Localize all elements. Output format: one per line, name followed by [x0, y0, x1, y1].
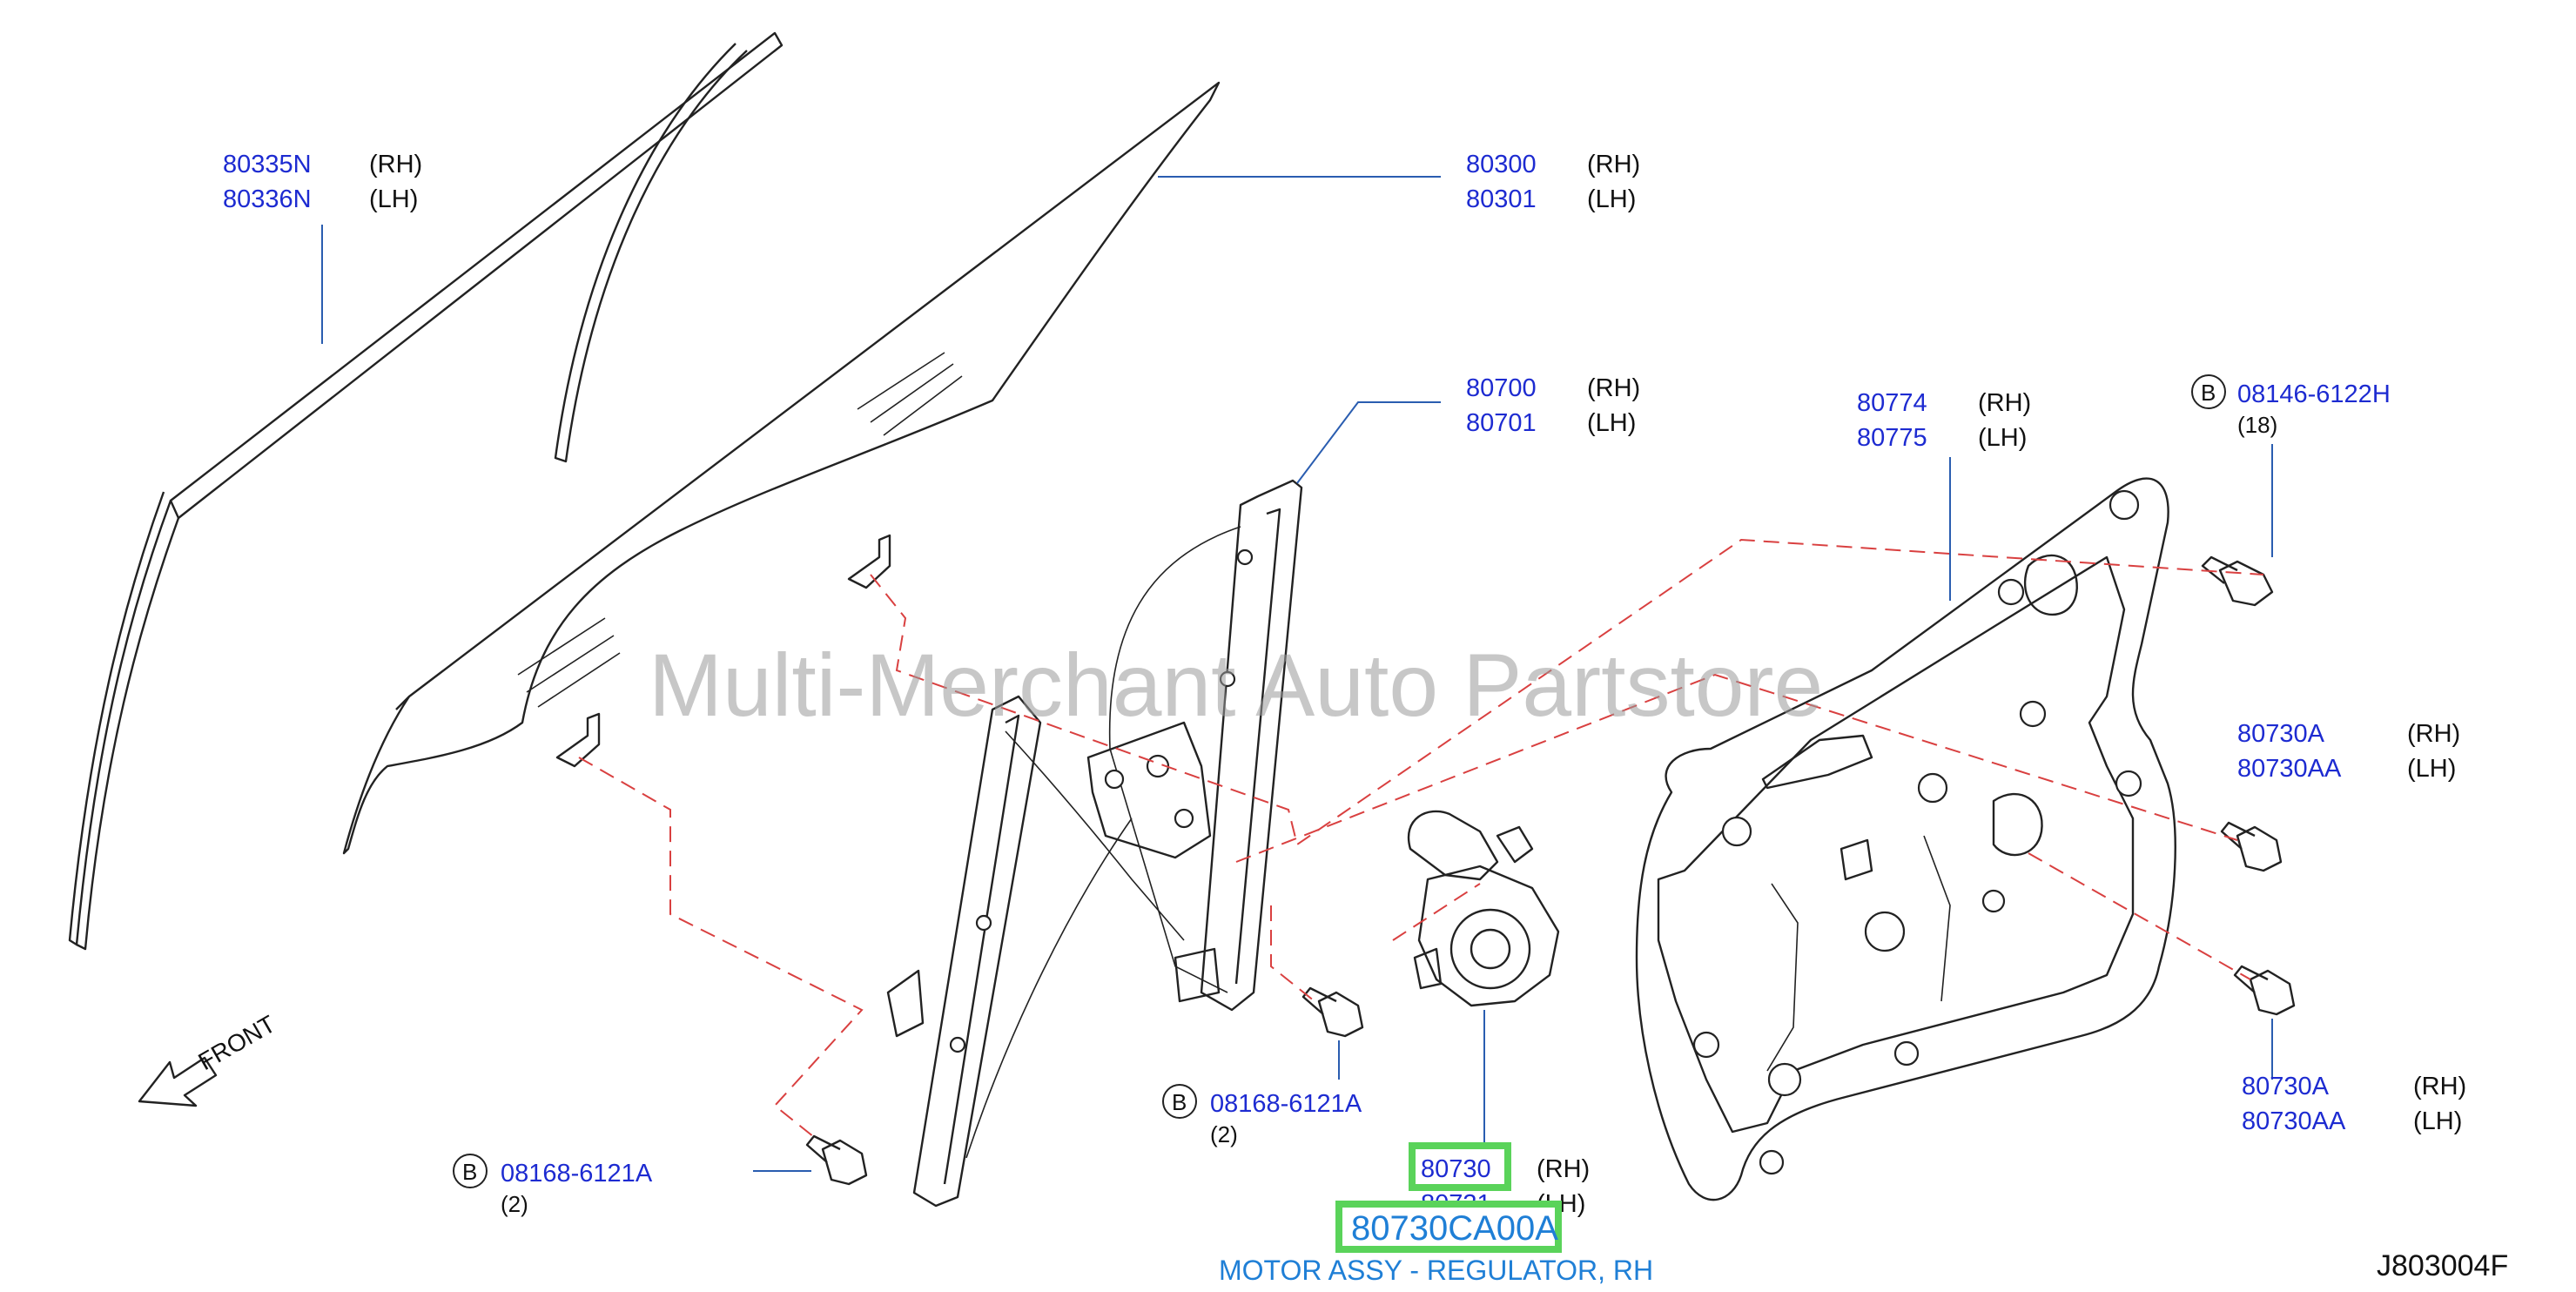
part-number-bolt-top: 08146-6122H [2237, 380, 2391, 408]
svg-text:(RH): (RH) [1537, 1155, 1590, 1183]
regulator-motor[interactable] [1407, 810, 1560, 1007]
selected-part-description: MOTOR ASSY - REGULATOR, RH [1219, 1255, 1653, 1286]
callout-bolt-mid-right[interactable]: 80730A (RH) 80730AA (LH) [2237, 720, 2460, 783]
watermark: Multi-Merchant Auto Partstore [649, 636, 1823, 735]
assembly-lines [578, 538, 2264, 1141]
highlight-box-selected [1335, 1201, 1562, 1253]
callout-bolt-top[interactable]: B 08146-6122H (18) [2191, 374, 2391, 438]
svg-text:(LH): (LH) [1587, 409, 1636, 437]
leader-lines [321, 176, 2273, 1172]
svg-text:(2): (2) [501, 1191, 528, 1217]
svg-text:B: B [462, 1159, 477, 1185]
part-number-bolt-left: 08168-6121A [501, 1160, 653, 1188]
svg-text:(2): (2) [1210, 1121, 1238, 1147]
part-number-motor-rh: 80730 [1421, 1155, 1491, 1183]
svg-text:(RH): (RH) [1587, 374, 1640, 402]
highlight-box-motor [1409, 1142, 1511, 1191]
door-glass[interactable] [342, 81, 1221, 855]
svg-text:(LH): (LH) [2407, 755, 2456, 783]
svg-text:(RH): (RH) [369, 151, 422, 178]
callout-module[interactable]: 80774 (RH) 80775 (LH) [1857, 389, 2031, 452]
front-label: FRONT [194, 1010, 280, 1075]
bolt-left[interactable] [805, 1134, 868, 1186]
part-number-bolt-low-rh: 80730A [2242, 1073, 2330, 1100]
svg-text:(LH): (LH) [2413, 1107, 2462, 1135]
svg-text:(RH): (RH) [1978, 389, 2031, 417]
svg-text:(LH): (LH) [1587, 185, 1636, 213]
window-regulator[interactable] [886, 479, 1303, 1208]
svg-text:(RH): (RH) [2413, 1073, 2466, 1100]
svg-text:(LH): (LH) [1978, 424, 2027, 452]
part-number-glass-lh: 80301 [1466, 185, 1537, 213]
bolt-top-right[interactable] [2201, 555, 2274, 607]
callout-bolt-center[interactable]: B 08168-6121A (2) [1162, 1084, 1362, 1147]
part-number-bolt-mid-rh: 80730A [2237, 720, 2325, 748]
callout-sash[interactable]: 80335N (RH) 80336N (LH) [223, 151, 422, 213]
diagram-code: J803004F [2377, 1249, 2508, 1282]
front-arrow: FRONT [138, 1010, 280, 1107]
callout-bolt-low-right[interactable]: 80730A (RH) 80730AA (LH) [2242, 1073, 2466, 1135]
svg-text:(LH): (LH) [369, 185, 418, 213]
part-number-regulator-rh: 80700 [1466, 374, 1537, 402]
svg-text:(RH): (RH) [2407, 720, 2460, 748]
callout-regulator[interactable]: 80700 (RH) 80701 (LH) [1466, 374, 1640, 437]
part-number-module-rh: 80774 [1857, 389, 1927, 417]
part-number-sash-lh: 80336N [223, 185, 312, 213]
svg-text:(RH): (RH) [1587, 151, 1640, 178]
b-marker: B [2201, 380, 2216, 406]
bolt-low-right[interactable] [2233, 965, 2296, 1016]
selected-part[interactable]: 80730CA00A MOTOR ASSY - REGULATOR, RH [1219, 1201, 1653, 1286]
bolt-mid-right[interactable] [2220, 821, 2283, 872]
part-number-bolt-mid-lh: 80730AA [2237, 755, 2342, 783]
part-number-module-lh: 80775 [1857, 424, 1927, 452]
callout-bolt-left[interactable]: B 08168-6121A (2) [453, 1154, 653, 1217]
svg-text:B: B [1172, 1089, 1187, 1115]
part-number-bolt-low-lh: 80730AA [2242, 1107, 2346, 1135]
part-number-regulator-lh: 80701 [1466, 409, 1537, 437]
callout-glass[interactable]: 80300 (RH) 80301 (LH) [1466, 151, 1640, 213]
door-sash-molding[interactable] [68, 31, 784, 951]
selected-part-number: 80730CA00A [1351, 1209, 1558, 1248]
door-module-panel[interactable] [1635, 477, 2176, 1201]
bolt-center[interactable] [1301, 986, 1364, 1038]
part-number-glass-rh: 80300 [1466, 151, 1537, 178]
part-number-bolt-center: 08168-6121A [1210, 1090, 1362, 1118]
part-number-sash-rh: 80335N [223, 151, 312, 178]
svg-text:(18): (18) [2237, 412, 2277, 438]
